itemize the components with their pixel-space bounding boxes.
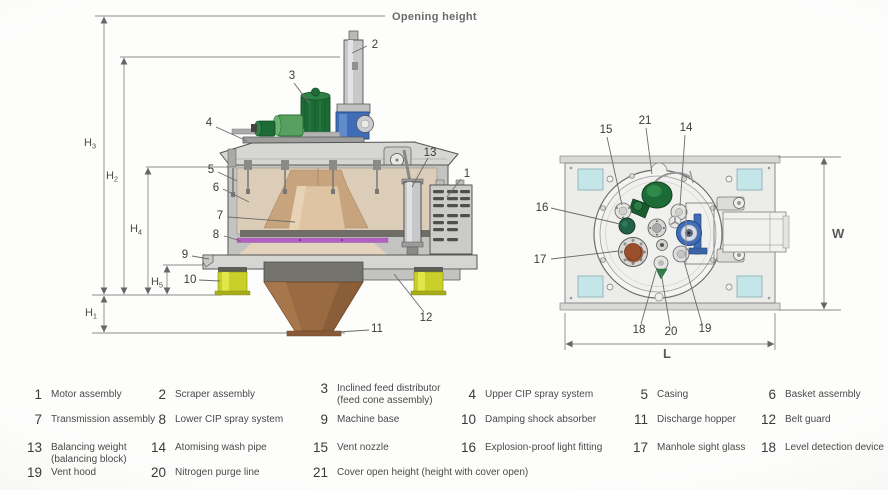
- base-bolt-holes: [606, 175, 733, 291]
- callout-label-7: 7: [217, 210, 223, 222]
- callout-label-14: 14: [680, 122, 693, 134]
- callout-label-19: 19: [699, 323, 712, 335]
- motor-top-view: [628, 181, 673, 219]
- leader-line-12: [393, 273, 425, 313]
- lid-clamps: [231, 160, 381, 197]
- top-dimension-lines: [564, 156, 841, 350]
- scraper-assembly-drawing: [336, 30, 371, 114]
- corner-dots: [569, 166, 771, 300]
- damper-pads: [577, 168, 763, 298]
- leader-line-8: [223, 235, 242, 242]
- vent-hood-top: [672, 245, 690, 263]
- tri-fitting-top: [668, 215, 682, 229]
- balancing-weight-drawing: [401, 149, 424, 256]
- callout-label-12: 12: [420, 312, 433, 324]
- leader-line-9: [191, 255, 210, 260]
- leader-line-7: [227, 216, 296, 223]
- vent-nozzle-top: [614, 202, 632, 220]
- leader-line-3: [293, 82, 310, 104]
- centrifuge-side-view: [202, 30, 478, 337]
- leader-line-13: [411, 157, 429, 188]
- scraper-actuator-drawing: [335, 111, 374, 140]
- callout-label-17: 17: [534, 254, 547, 266]
- dim-label-H3: H3: [84, 137, 96, 151]
- lower-cip-line: [236, 237, 389, 243]
- leader-line-1: [446, 178, 462, 198]
- leader-line-2: [351, 45, 368, 54]
- leader-line-4: [215, 126, 248, 142]
- callout-label-5: 5: [208, 164, 214, 176]
- belt-guard-outline-top: [685, 202, 715, 265]
- leader-line-15: [606, 136, 623, 206]
- callout-label-16: 16: [536, 202, 549, 214]
- length-dimension-label: L: [663, 346, 671, 361]
- dim-label-H5: H5: [151, 276, 163, 290]
- dim-label-H4: H4: [130, 223, 142, 237]
- belt-pulley-top: [676, 213, 708, 255]
- motor-mount-extension: [722, 211, 787, 253]
- vent-pipe-top: [654, 171, 691, 183]
- callout-label-1: 1: [464, 168, 470, 180]
- callout-label-15: 15: [600, 124, 613, 136]
- width-dimension-label: W: [832, 226, 845, 241]
- callout-label-8: 8: [213, 229, 219, 241]
- leader-line-5: [217, 171, 238, 182]
- leader-line-6: [222, 188, 250, 203]
- gearbox-drawing: [231, 114, 341, 139]
- leader-line-18: [640, 270, 657, 325]
- explosion-proof-light-top: [618, 217, 636, 235]
- callout-label-3: 3: [289, 70, 295, 82]
- leader-line-17: [550, 250, 620, 260]
- callout-label-20: 20: [665, 326, 678, 338]
- dim-label-H1: H1: [85, 307, 97, 321]
- callout-label-9: 9: [182, 249, 188, 261]
- top-callout-labels: 15 21 14 16 17 18 20 19: [534, 115, 712, 338]
- top-view-drawing: W L 15 21 14 16 17 18 20 19: [534, 115, 845, 361]
- callout-label-4: 4: [206, 117, 213, 129]
- side-leader-lines: [191, 45, 462, 333]
- callout-label-6: 6: [213, 182, 219, 194]
- callout-label-11: 11: [371, 323, 383, 335]
- leader-line-20: [660, 271, 671, 327]
- manhole-sight-glass-top: [618, 237, 648, 267]
- feed-cone-drawing: [263, 168, 369, 235]
- callout-label-13: 13: [424, 147, 437, 159]
- right-side-assemblies: [716, 196, 790, 263]
- callout-label-21: 21: [639, 115, 652, 127]
- leader-line-21: [645, 127, 653, 175]
- opening-height-label: Opening height: [392, 11, 477, 23]
- cover-fittings-top: [614, 181, 715, 280]
- leader-line-10: [198, 279, 221, 282]
- leader-line-11: [337, 329, 370, 333]
- shock-absorber-left: [214, 267, 251, 296]
- discharge-hopper-drawing: [263, 261, 364, 337]
- top-leader-lines: [550, 127, 703, 327]
- basket-bottom-band: [240, 230, 438, 237]
- leader-line-14: [679, 134, 686, 207]
- callout-label-10: 10: [184, 274, 197, 286]
- dim-label-H2: H2: [106, 170, 118, 184]
- center-hub-top: [647, 218, 667, 238]
- shock-absorber-right: [410, 267, 447, 296]
- motor-assembly-box: [429, 179, 473, 255]
- callout-label-2: 2: [372, 39, 378, 51]
- side-callout-labels: 2 3 4 5 6 7 8 9 10 11 12 13 1: [182, 39, 470, 335]
- side-dimension-lines: [92, 15, 385, 334]
- leader-line-19: [683, 260, 703, 325]
- lower-cone: [237, 243, 389, 256]
- leader-line-16: [550, 207, 621, 225]
- feed-motor-drawing: [300, 87, 331, 137]
- callout-label-18: 18: [633, 324, 646, 336]
